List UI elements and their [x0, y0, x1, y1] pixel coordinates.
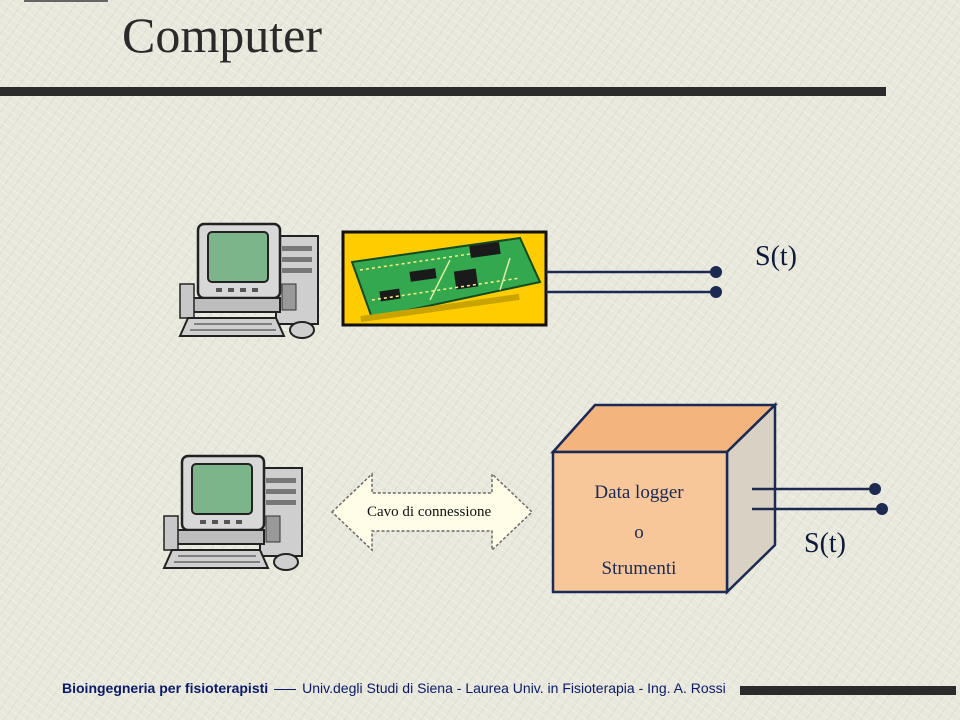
box-line-1: Data logger [594, 482, 684, 503]
footer-institution: Univ.degli Studi di Siena - Laurea Univ.… [302, 680, 726, 696]
signal-label-top: S(t) [755, 241, 797, 272]
circuit-board-icon [341, 230, 548, 327]
page-title: Computer [122, 7, 322, 63]
double-arrow [330, 472, 534, 552]
signal-wires-top [546, 266, 722, 298]
title-rule [0, 87, 886, 96]
signal-label-bottom: S(t) [804, 528, 846, 559]
footer-separator [274, 688, 297, 690]
box-line-2: o [634, 522, 644, 543]
box-line-3: Strumenti [601, 558, 677, 579]
footer: Bioingegneria per fisioterapisti Univ.deg… [62, 680, 726, 696]
computer-icon [162, 454, 304, 572]
footer-rule [740, 686, 956, 695]
computer-icon [178, 222, 320, 340]
corner-rule [24, 0, 108, 2]
signal-wires-bottom [752, 483, 888, 515]
arrow-label: Cavo di connessione [367, 504, 492, 520]
footer-course: Bioingegneria per fisioterapisti [62, 680, 269, 696]
data-logger-box [550, 402, 779, 595]
